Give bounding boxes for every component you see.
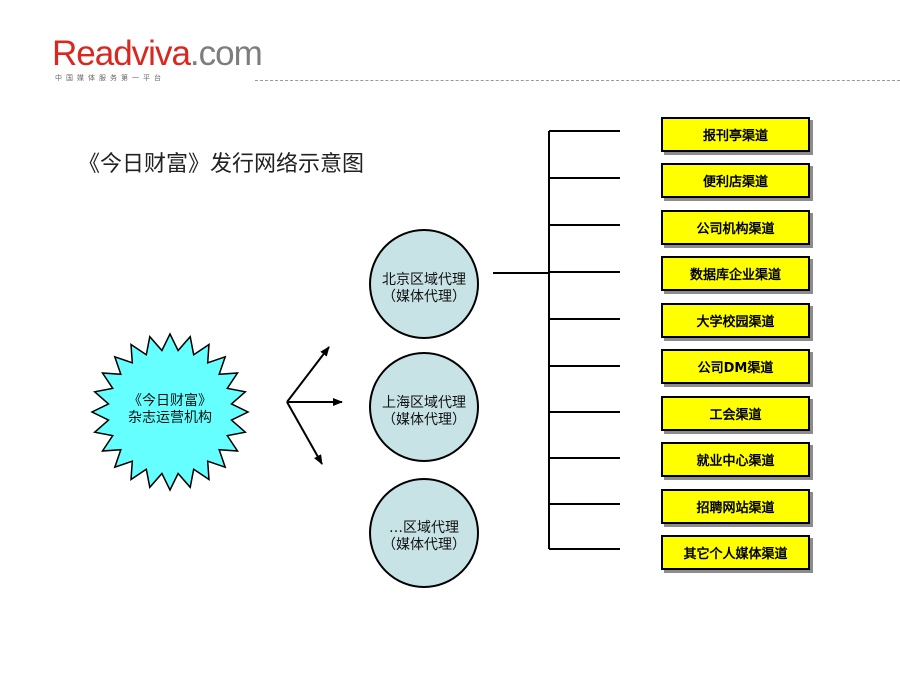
agent-label-shanghai: 上海区域代理 （媒体代理）: [370, 395, 478, 429]
agent-label-line2: （媒体代理）: [382, 289, 466, 305]
arrow-to-beijing: [286, 346, 330, 403]
center-burst-shape: [90, 332, 250, 492]
agent-label-beijing: 北京区域代理 （媒体代理）: [370, 272, 478, 306]
agent-label-line2: （媒体代理）: [382, 412, 466, 428]
header-divider: [255, 80, 900, 81]
agent-circle-other: [369, 478, 479, 588]
channel-box: 就业中心渠道: [661, 442, 810, 477]
agent-label-line1: …区域代理: [389, 520, 459, 536]
channel-box: 招聘网站渠道: [661, 489, 810, 524]
page-title: 《今日财富》发行网络示意图: [78, 152, 365, 177]
channel-box: 数据库企业渠道: [661, 256, 810, 291]
channel-box: 工会渠道: [661, 396, 810, 431]
agent-label-line2: （媒体代理）: [382, 537, 466, 553]
branch-lines: [549, 130, 620, 550]
agent-label-line1: 北京区域代理: [382, 272, 466, 288]
agent-circle-beijing: [369, 229, 479, 339]
logo-gray-text: .com: [189, 34, 263, 73]
channel-box: 大学校园渠道: [661, 303, 810, 338]
channel-box: 报刊亭渠道: [661, 117, 810, 152]
center-label-line1: 《今日财富》: [128, 393, 212, 409]
agent-label-line1: 上海区域代理: [382, 395, 466, 411]
agent-label-other: …区域代理 （媒体代理）: [370, 520, 478, 554]
center-label-line2: 杂志运营机构: [128, 410, 212, 426]
channel-box: 其它个人媒体渠道: [661, 535, 810, 570]
brand-logo: Readviva.com: [52, 34, 263, 73]
arrow-to-other: [286, 401, 323, 465]
channel-box: 公司机构渠道: [661, 210, 810, 245]
channel-box: 公司DM渠道: [661, 349, 810, 384]
channel-box: 便利店渠道: [661, 163, 810, 198]
agent-circle-shanghai: [369, 352, 479, 462]
center-label: 《今日财富》 杂志运营机构: [94, 393, 246, 427]
logo-tagline: 中国媒体服务第一平台: [55, 74, 165, 82]
logo-red-text: Readviva: [52, 34, 191, 73]
